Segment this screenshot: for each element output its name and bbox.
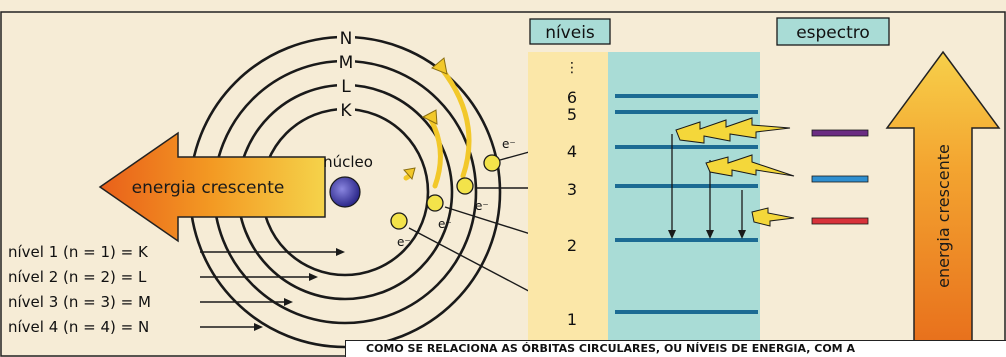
level-list-item: nível 1 (n = 1) = K xyxy=(8,243,149,261)
energy-arrow-left xyxy=(98,131,326,243)
level-number-4: 4 xyxy=(567,142,577,161)
energy-level-lines xyxy=(615,94,758,314)
transition-arrow-head xyxy=(421,109,438,125)
energy-level-column xyxy=(528,52,608,347)
level-list-arrows xyxy=(200,251,340,328)
spectrum-lines xyxy=(811,129,869,225)
nucleus-label: núcleo xyxy=(323,153,373,171)
caption-bar: COMO SE RELACIONA AS ÓRBITAS CIRCULARES,… xyxy=(345,340,1006,357)
level-list-item: nível 3 (n = 3) = M xyxy=(8,293,151,311)
spectrum-line-purple xyxy=(811,129,869,137)
spectrum-line-blue xyxy=(811,175,869,183)
energy-level-panel xyxy=(608,52,760,347)
spectrum-header-box xyxy=(776,17,890,46)
level-list-item: nível 2 (n = 2) = L xyxy=(8,268,147,286)
shell-letter-masks xyxy=(337,28,355,120)
level-list: nível 1 (n = 1) = K nível 2 (n = 2) = L … xyxy=(8,243,151,336)
photon-emissions xyxy=(675,117,795,227)
transition-arrow-head xyxy=(431,57,448,75)
levels-header: níveis xyxy=(545,23,595,43)
levels-header-box xyxy=(529,18,611,45)
level-number-5: 5 xyxy=(567,105,577,124)
level-list-item: nível 4 (n = 4) = N xyxy=(8,318,149,336)
transition-arrow-l-m xyxy=(427,115,443,189)
electron-l xyxy=(426,194,444,212)
level-number-6: 6 xyxy=(567,88,577,107)
nucleus xyxy=(329,176,361,208)
photon-red xyxy=(751,207,795,227)
photon-blue xyxy=(705,154,795,177)
shell-label-l: L xyxy=(341,77,351,97)
energy-arrow-up-label: energia crescente xyxy=(934,144,953,288)
photon-purple xyxy=(675,117,791,144)
shell-label-k: K xyxy=(340,101,352,121)
electron-label: e⁻ xyxy=(397,235,411,249)
spectrum-header: espectro xyxy=(796,23,870,43)
transition-arrow-head xyxy=(403,167,416,181)
shell-label-m: M xyxy=(339,53,354,73)
transition-arrow-m-n xyxy=(438,65,472,179)
electron-label: e⁻ xyxy=(475,199,489,213)
level-number-3: 3 xyxy=(567,180,577,199)
electron-m xyxy=(456,177,474,195)
electron-label: e⁻ xyxy=(502,137,516,151)
electrons xyxy=(390,154,501,230)
shell-label-n: N xyxy=(340,29,353,49)
level-number-ellipsis: ⋮ xyxy=(565,60,579,76)
level-number-2: 2 xyxy=(567,236,577,255)
level-number-1: 1 xyxy=(567,310,577,329)
electron-label: e⁻ xyxy=(438,217,452,231)
electron-k xyxy=(390,212,408,230)
spectrum-line-red xyxy=(811,217,869,225)
energy-arrow-left-label: energia crescente xyxy=(132,178,285,198)
electron-n xyxy=(483,154,501,172)
